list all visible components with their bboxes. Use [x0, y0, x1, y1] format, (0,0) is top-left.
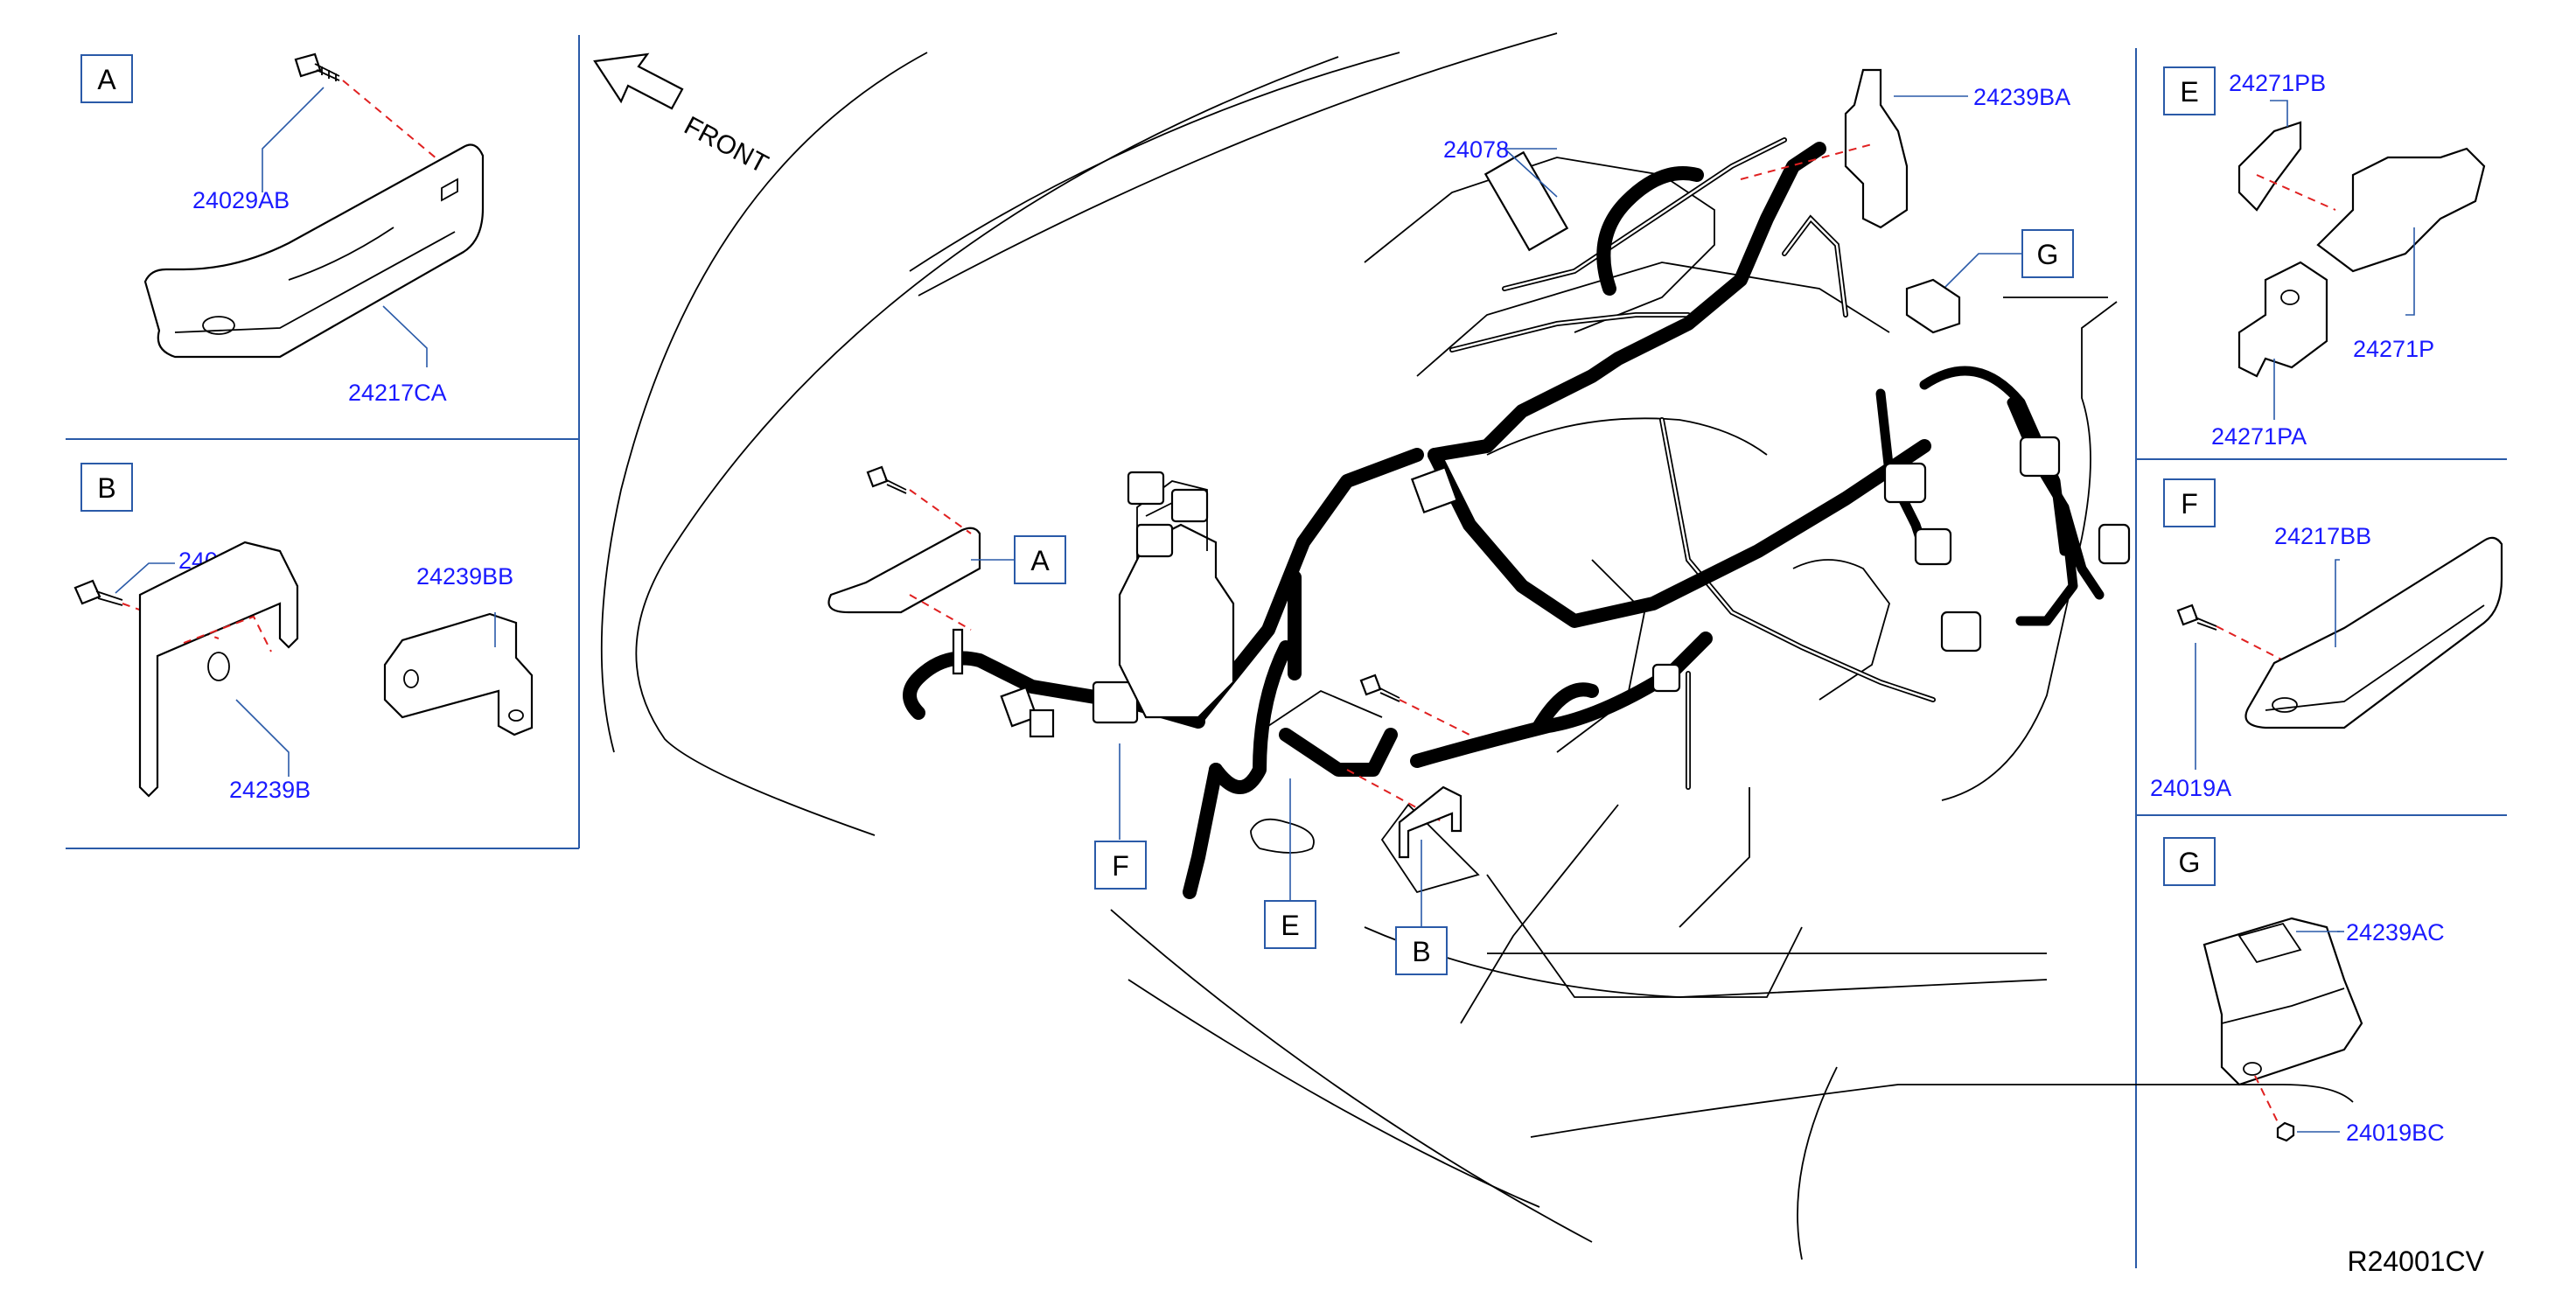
bracket-24239ba-icon — [1844, 68, 1909, 229]
callout-a-letter: A — [1030, 545, 1050, 576]
part-number-label: 24271P — [2353, 336, 2434, 362]
engine-bay-outline — [600, 32, 2354, 1260]
panel-a-letter: A — [97, 64, 116, 95]
module-24239ac-icon — [2203, 917, 2363, 1086]
part-number-label: 24239BB — [416, 563, 513, 590]
main-callouts: 24078 24239BA G A F E — [827, 68, 2074, 975]
part-number-label: 24239BA — [1973, 84, 2070, 110]
panel-a: A 24029AB 24217CA — [80, 52, 485, 406]
bolt-icon — [2176, 604, 2217, 631]
bracket-24217ca-icon — [143, 143, 485, 359]
callout-e-letter: E — [1281, 910, 1299, 941]
part-number-label: 24029AB — [192, 187, 290, 213]
callout-f-letter: F — [1112, 850, 1129, 882]
reference-code: R24001CV — [2347, 1246, 2484, 1277]
panel-f: F 24019A 24217BB — [2150, 478, 2503, 801]
part-number-label: 24239B — [229, 777, 311, 803]
panel-e: E 24271PB 24271P 24271PA — [2163, 66, 2486, 450]
panel-f-letter: F — [2181, 488, 2198, 520]
panel-g: G 24239AC 24019BC — [2163, 837, 2445, 1146]
bolt-icon — [1359, 673, 1400, 702]
part-number-label: 24271PA — [2211, 423, 2307, 450]
nut-icon — [2276, 1121, 2295, 1142]
bracket-24271p-icon — [2316, 147, 2486, 273]
panel-b-letter: B — [97, 472, 115, 504]
front-label: FRONT — [680, 111, 773, 179]
part-number-label: 24271PB — [2229, 70, 2326, 96]
part-number-label: 24239AC — [2346, 919, 2445, 946]
callout-g-letter: G — [2037, 239, 2059, 270]
bracket-24239b-icon — [138, 541, 299, 798]
bracket-b-icon — [1398, 785, 1463, 859]
main-harness-24078 — [903, 142, 2131, 899]
bolt-icon — [73, 579, 123, 606]
part-number-label: 24217CA — [348, 380, 447, 406]
bolt-icon — [294, 52, 340, 81]
bracket-24217bb-icon — [2244, 536, 2503, 729]
panel-e-letter: E — [2180, 76, 2198, 108]
tube-lines — [1449, 137, 1936, 790]
front-arrow: FRONT — [593, 52, 773, 179]
panel-b: B 24029AA 24239B 24239BB — [73, 463, 534, 803]
part-number-label: 24217BB — [2274, 523, 2371, 549]
bolt-icon — [866, 465, 907, 494]
panel-frames — [66, 35, 2507, 1268]
part-number-label: 24019BC — [2346, 1120, 2445, 1146]
part-number-label: 24019A — [2150, 775, 2231, 801]
module-24271pa-icon — [2237, 261, 2328, 378]
connector-24271pb-icon — [2237, 121, 2302, 212]
callout-b-letter: B — [1412, 936, 1430, 967]
bracket-a-icon — [827, 527, 981, 614]
panel-g-letter: G — [2179, 847, 2201, 878]
part-number-label: 24078 — [1443, 136, 1509, 163]
